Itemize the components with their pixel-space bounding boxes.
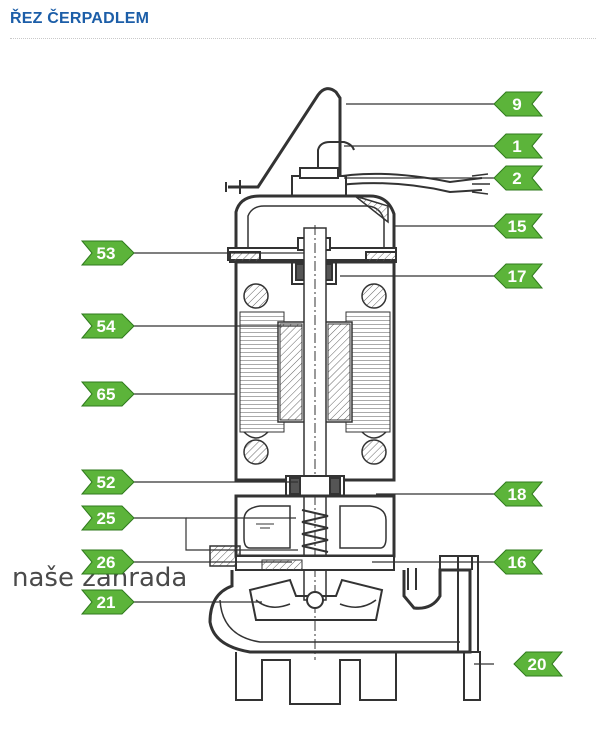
- callout-65: 65: [80, 381, 135, 407]
- pump-body: [208, 87, 490, 705]
- callout-label: 15: [508, 217, 527, 236]
- callout-52: 52: [80, 469, 135, 495]
- callout-label: 54: [97, 317, 116, 336]
- section-header: ŘEZ ČERPADLEM: [10, 8, 596, 39]
- leader-lines: [130, 103, 494, 665]
- winding-head: [243, 283, 269, 309]
- callout-label: 21: [97, 593, 116, 612]
- callout-label: 18: [508, 485, 527, 504]
- callout-label: 25: [97, 509, 116, 528]
- callout-9: 9: [493, 91, 544, 117]
- callout-label: 9: [512, 95, 521, 114]
- callout-21: 21: [80, 589, 135, 615]
- callout-label: 65: [97, 385, 116, 404]
- callout-label: 53: [97, 244, 116, 263]
- callout-17: 17: [493, 263, 544, 289]
- callout-label: 16: [508, 553, 527, 572]
- stator-left: [239, 311, 285, 433]
- callout-1: 1: [493, 133, 544, 159]
- callout-54: 54: [80, 313, 135, 339]
- callout-label: 52: [97, 473, 116, 492]
- callout-18: 18: [493, 481, 544, 507]
- callout-label: 1: [512, 137, 521, 156]
- callout-25: 25: [80, 505, 135, 531]
- impeller: [248, 578, 384, 621]
- seal-spring: [301, 509, 329, 553]
- callout-26: 26: [80, 549, 135, 575]
- discharge-outlet: [439, 555, 473, 570]
- callout-20: 20: [513, 651, 564, 677]
- callout-15: 15: [493, 213, 544, 239]
- callout-label: 20: [528, 655, 547, 674]
- volute-casing: [208, 568, 472, 654]
- callout-label: 26: [97, 553, 116, 572]
- callout-53: 53: [80, 240, 135, 266]
- lifting-handle: [228, 87, 342, 190]
- callout-16: 16: [493, 549, 544, 575]
- callout-label: 17: [508, 267, 527, 286]
- callout-label: 2: [512, 169, 521, 188]
- motor-cover: [234, 194, 396, 250]
- page-title: ŘEZ ČERPADLEM: [10, 10, 150, 27]
- callout-2: 2: [493, 165, 544, 191]
- pump-feet: [235, 652, 397, 705]
- stator-right: [345, 311, 391, 433]
